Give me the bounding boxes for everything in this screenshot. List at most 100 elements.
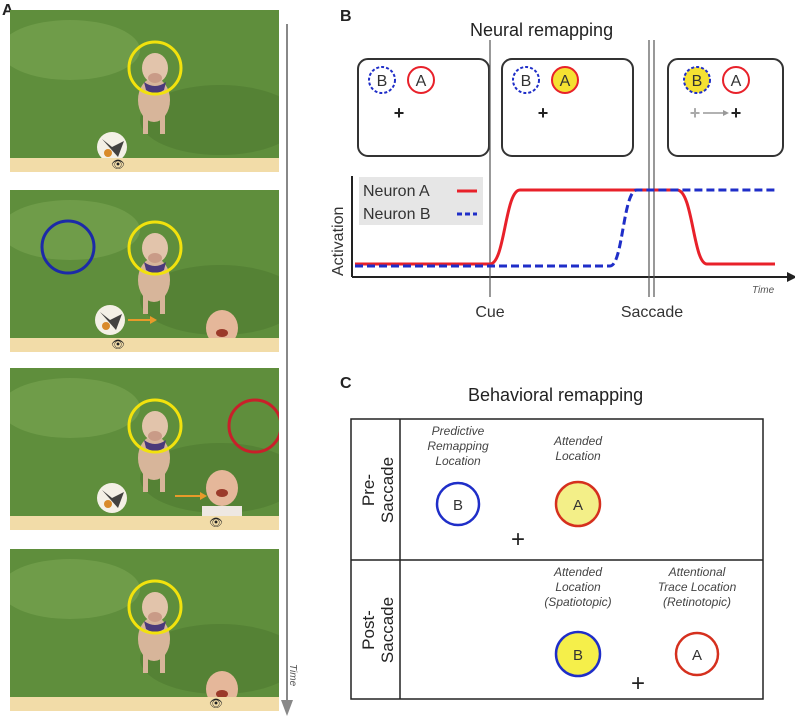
post-b-circle <box>554 630 602 678</box>
x-tick-cue: Cue <box>475 304 504 321</box>
box2-b-letter: B <box>521 73 532 90</box>
dog-head <box>142 233 168 263</box>
x-axis-label: Time <box>752 285 775 296</box>
grass-highlight <box>10 559 140 619</box>
box1-a-circle <box>407 66 435 94</box>
post-a-letter: A <box>692 647 702 664</box>
legend-neuron-a: Neuron A <box>363 183 430 200</box>
fixation-bar: 👁 <box>10 697 279 711</box>
scene-image <box>10 368 279 530</box>
panel-c-title: Behavioral remapping <box>468 385 644 405</box>
neural-remapping-figure: B A + B A + B A + + Neuron A Neuron B Ac… <box>330 40 795 321</box>
row-pre-label-2: Saccade <box>378 457 397 523</box>
neuron-a-line <box>355 188 775 266</box>
behavioral-remapping-table: Pre- Saccade Post- Saccade B A + B A + <box>350 418 764 700</box>
dog-snout <box>148 253 162 263</box>
y-axis-label: Activation <box>330 207 347 276</box>
time-arrow <box>281 24 293 716</box>
box3-a-letter: A <box>731 73 742 90</box>
post-right-caption-line-1: Attentional <box>668 565 726 579</box>
grass-shadow <box>140 624 279 694</box>
pre-b-circle <box>435 481 481 527</box>
baby-mouth <box>216 329 228 337</box>
fixation-bar: 👁 <box>10 516 279 530</box>
pre-left-caption-line-3: Location <box>435 454 481 468</box>
dog-head <box>142 53 168 83</box>
scene-image <box>10 549 279 711</box>
grass-shadow <box>140 85 279 155</box>
panel-c-letter: C <box>340 375 352 392</box>
eye-icon: 👁 <box>111 159 125 171</box>
dog-collar <box>144 262 166 273</box>
dog-leg <box>143 472 148 492</box>
box3-old-fixation: + <box>690 103 701 123</box>
dog-snout <box>148 73 162 83</box>
attention-circle-yellow <box>127 398 183 454</box>
post-fixation: + <box>631 670 645 697</box>
post-right-caption-line-2: Trace Location <box>657 580 737 594</box>
eye-icon: 👁 <box>209 698 223 710</box>
scene-frame-1: 👁 <box>10 10 279 172</box>
scene-image <box>10 10 279 172</box>
fixation-bar: 👁 <box>10 338 279 352</box>
attention-circle-red <box>227 398 279 454</box>
attention-circle-yellow <box>127 40 183 96</box>
soccer-ball-spot <box>102 322 110 330</box>
dog-head <box>142 592 168 622</box>
scene-frame-4: 👁 <box>10 549 279 711</box>
box2-a-circle <box>551 66 579 94</box>
box2-a-letter: A <box>560 73 571 90</box>
panel-b-title: Neural remapping <box>470 20 614 40</box>
fixation-bar: 👁 <box>10 158 279 172</box>
scene-image <box>10 190 279 352</box>
motion-arrowhead <box>150 316 157 324</box>
attention-circle-yellow <box>127 220 183 276</box>
grass-shadow <box>140 265 279 335</box>
soccer-ball-pattern <box>102 139 124 157</box>
soccer-ball-spot <box>104 500 112 508</box>
soccer-ball-pattern <box>102 490 124 508</box>
pre-left-caption: Predictive Remapping Location <box>413 424 503 469</box>
pre-right-caption-line-1: Attended <box>553 434 603 448</box>
dog-collar <box>144 440 166 451</box>
row-pre-label-1: Pre- <box>359 474 378 506</box>
scene-frame-3: 👁 <box>10 368 279 530</box>
eye-icon: 👁 <box>111 339 125 351</box>
panel-b-letter: B <box>340 8 352 25</box>
box3-b-circle <box>683 66 711 94</box>
box1-b-circle <box>368 66 396 94</box>
attention-circle-yellow <box>127 579 183 635</box>
row-post-label-1: Post- <box>359 610 378 650</box>
row-post-label-2: Saccade <box>378 597 397 663</box>
pre-right-caption-line-2: Location <box>555 449 601 463</box>
scene-frame-2: 👁 <box>10 190 279 352</box>
pre-a-circle <box>554 480 602 528</box>
box1-a-letter: A <box>416 73 427 90</box>
dog-leg <box>160 294 165 314</box>
post-left-caption: Attended Location (Spatiotopic) <box>528 565 628 610</box>
screen-box-3 <box>667 58 784 157</box>
post-right-caption: Attentional Trace Location (Retinotopic) <box>642 565 752 610</box>
box1-fixation: + <box>394 103 405 123</box>
baby-mouth <box>216 489 228 497</box>
pre-fixation: + <box>511 526 525 553</box>
dog-leg <box>143 294 148 314</box>
screen-box-2 <box>501 58 634 157</box>
post-right-caption-line-3: (Retinotopic) <box>662 595 732 609</box>
post-left-caption-line-1: Attended <box>553 565 603 579</box>
post-left-caption-line-2: Location <box>555 580 601 594</box>
dog-leg <box>160 653 165 673</box>
panel-a-letter: A <box>2 2 14 19</box>
attention-circle-blue <box>40 219 96 275</box>
box2-b-circle <box>512 66 540 94</box>
dog-leg <box>160 114 165 134</box>
dog-snout <box>148 612 162 622</box>
pre-right-caption: Attended Location <box>533 434 623 464</box>
eye-icon: 👁 <box>209 517 223 529</box>
x-tick-saccade: Saccade <box>621 304 683 321</box>
grass-highlight <box>10 20 140 80</box>
box1-b-letter: B <box>377 73 388 90</box>
box2-fixation: + <box>538 103 549 123</box>
baby-face <box>206 470 238 506</box>
screen-box-1 <box>357 58 490 157</box>
